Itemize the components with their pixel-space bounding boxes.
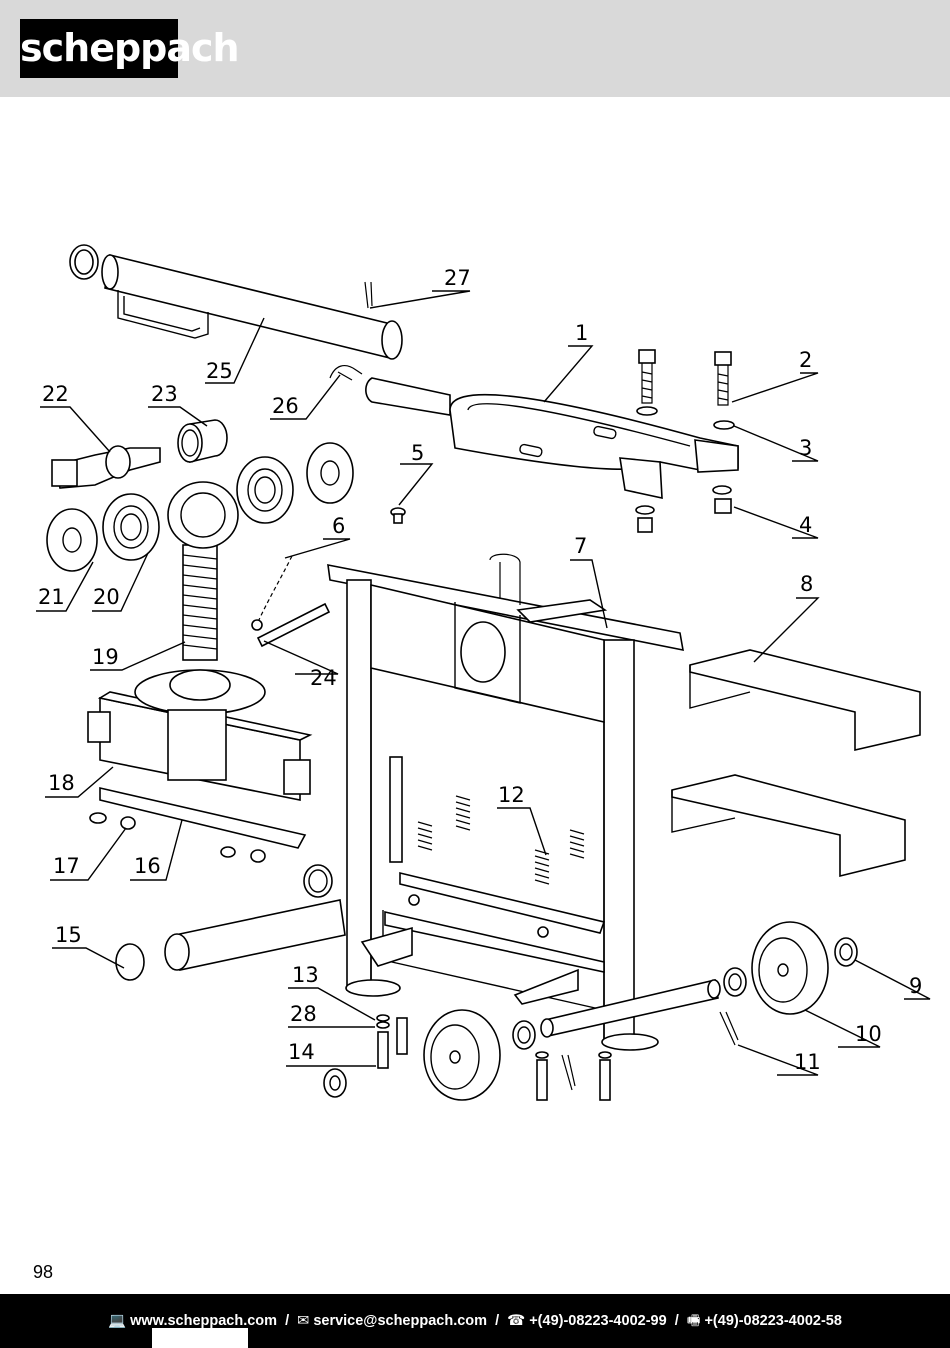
callout-13: 13 xyxy=(292,963,319,987)
part-pin xyxy=(364,281,373,309)
callout-19: 19 xyxy=(92,645,119,669)
part-washer-21 xyxy=(46,508,98,572)
part-bearing-upper xyxy=(236,456,294,524)
callout-27: 27 xyxy=(444,266,471,290)
computer-icon: 💻 xyxy=(108,1313,127,1329)
footer-website-link[interactable]: www.scheppach.com xyxy=(130,1313,278,1329)
callout-16: 16 xyxy=(134,854,161,878)
callout-26: 26 xyxy=(272,394,299,418)
part-frame xyxy=(327,553,684,1051)
callout-6: 6 xyxy=(332,514,345,538)
part-bolts-lower xyxy=(376,1014,612,1101)
callout-25: 25 xyxy=(206,359,233,383)
part-chain xyxy=(257,555,293,623)
part-wheel-right xyxy=(751,921,829,1015)
footer-white-strip xyxy=(152,1328,248,1348)
callout-8: 8 xyxy=(800,572,813,596)
footer-fax: +(49)-08223-4002-58 xyxy=(704,1313,842,1329)
callout-7: 7 xyxy=(574,534,587,558)
fax-icon: 🖷 xyxy=(686,1313,701,1329)
footer-phone: +(49)-08223-4002-99 xyxy=(529,1313,667,1329)
part-spring-clip xyxy=(329,364,363,381)
footer-separator: / xyxy=(285,1313,290,1329)
part-press-head xyxy=(87,669,313,801)
callout-4: 4 xyxy=(799,513,812,537)
part-washer-14 xyxy=(323,1068,347,1098)
callout-3: 3 xyxy=(799,436,812,460)
callout-10: 10 xyxy=(855,1022,882,1046)
callout-24: 24 xyxy=(310,666,337,690)
part-axle-tube xyxy=(164,899,346,971)
callout-12: 12 xyxy=(498,783,525,807)
header-bar: scheppach xyxy=(0,0,950,97)
callout-17: 17 xyxy=(53,854,80,878)
part-seal-ring xyxy=(303,864,333,898)
part-lever-arm xyxy=(365,377,739,500)
part-spindle xyxy=(167,481,239,661)
envelope-icon: ✉ xyxy=(297,1313,310,1329)
footer-contact-line: 💻www.scheppach.com / ✉service@scheppach.… xyxy=(0,1310,950,1335)
part-washer-9 xyxy=(834,937,858,967)
callout-15: 15 xyxy=(55,923,82,947)
part-handle-tube xyxy=(101,254,403,360)
part-washer-left xyxy=(512,1020,536,1050)
callout-leaders xyxy=(36,290,931,1076)
callout-2: 2 xyxy=(799,348,812,372)
telephone-icon: ☎ xyxy=(507,1313,526,1329)
callout-20: 20 xyxy=(93,585,120,609)
part-rod xyxy=(256,602,331,648)
callout-9: 9 xyxy=(909,974,922,998)
part-bushing xyxy=(177,419,228,464)
part-cap xyxy=(115,943,145,981)
callout-1: 1 xyxy=(575,321,588,345)
callout-22: 22 xyxy=(42,382,69,406)
part-guide-bar xyxy=(99,786,307,849)
callout-14: 14 xyxy=(288,1040,315,1064)
part-support-brackets xyxy=(671,649,921,878)
part-o-ring xyxy=(69,244,99,280)
part-screw xyxy=(390,507,406,524)
page-number: 98 xyxy=(33,1262,54,1282)
part-screws-17 xyxy=(89,812,266,863)
callout-28: 28 xyxy=(290,1002,317,1026)
part-springs xyxy=(417,795,585,885)
part-split-pin xyxy=(719,1011,739,1046)
callout-11: 11 xyxy=(794,1050,821,1074)
part-axle-right xyxy=(540,979,721,1038)
part-washer-large xyxy=(306,442,354,504)
footer-separator: / xyxy=(674,1313,679,1329)
part-bolts xyxy=(635,349,735,533)
part-wheel-left xyxy=(423,1009,501,1101)
part-valve xyxy=(51,445,161,489)
footer-email-link[interactable]: service@scheppach.com xyxy=(313,1313,488,1329)
part-washer-right xyxy=(723,967,747,997)
part-bearing-lower xyxy=(102,493,160,561)
callout-21: 21 xyxy=(38,585,65,609)
callout-5: 5 xyxy=(411,441,424,465)
callout-18: 18 xyxy=(48,771,75,795)
callout-23: 23 xyxy=(151,382,178,406)
footer-separator: / xyxy=(495,1313,500,1329)
